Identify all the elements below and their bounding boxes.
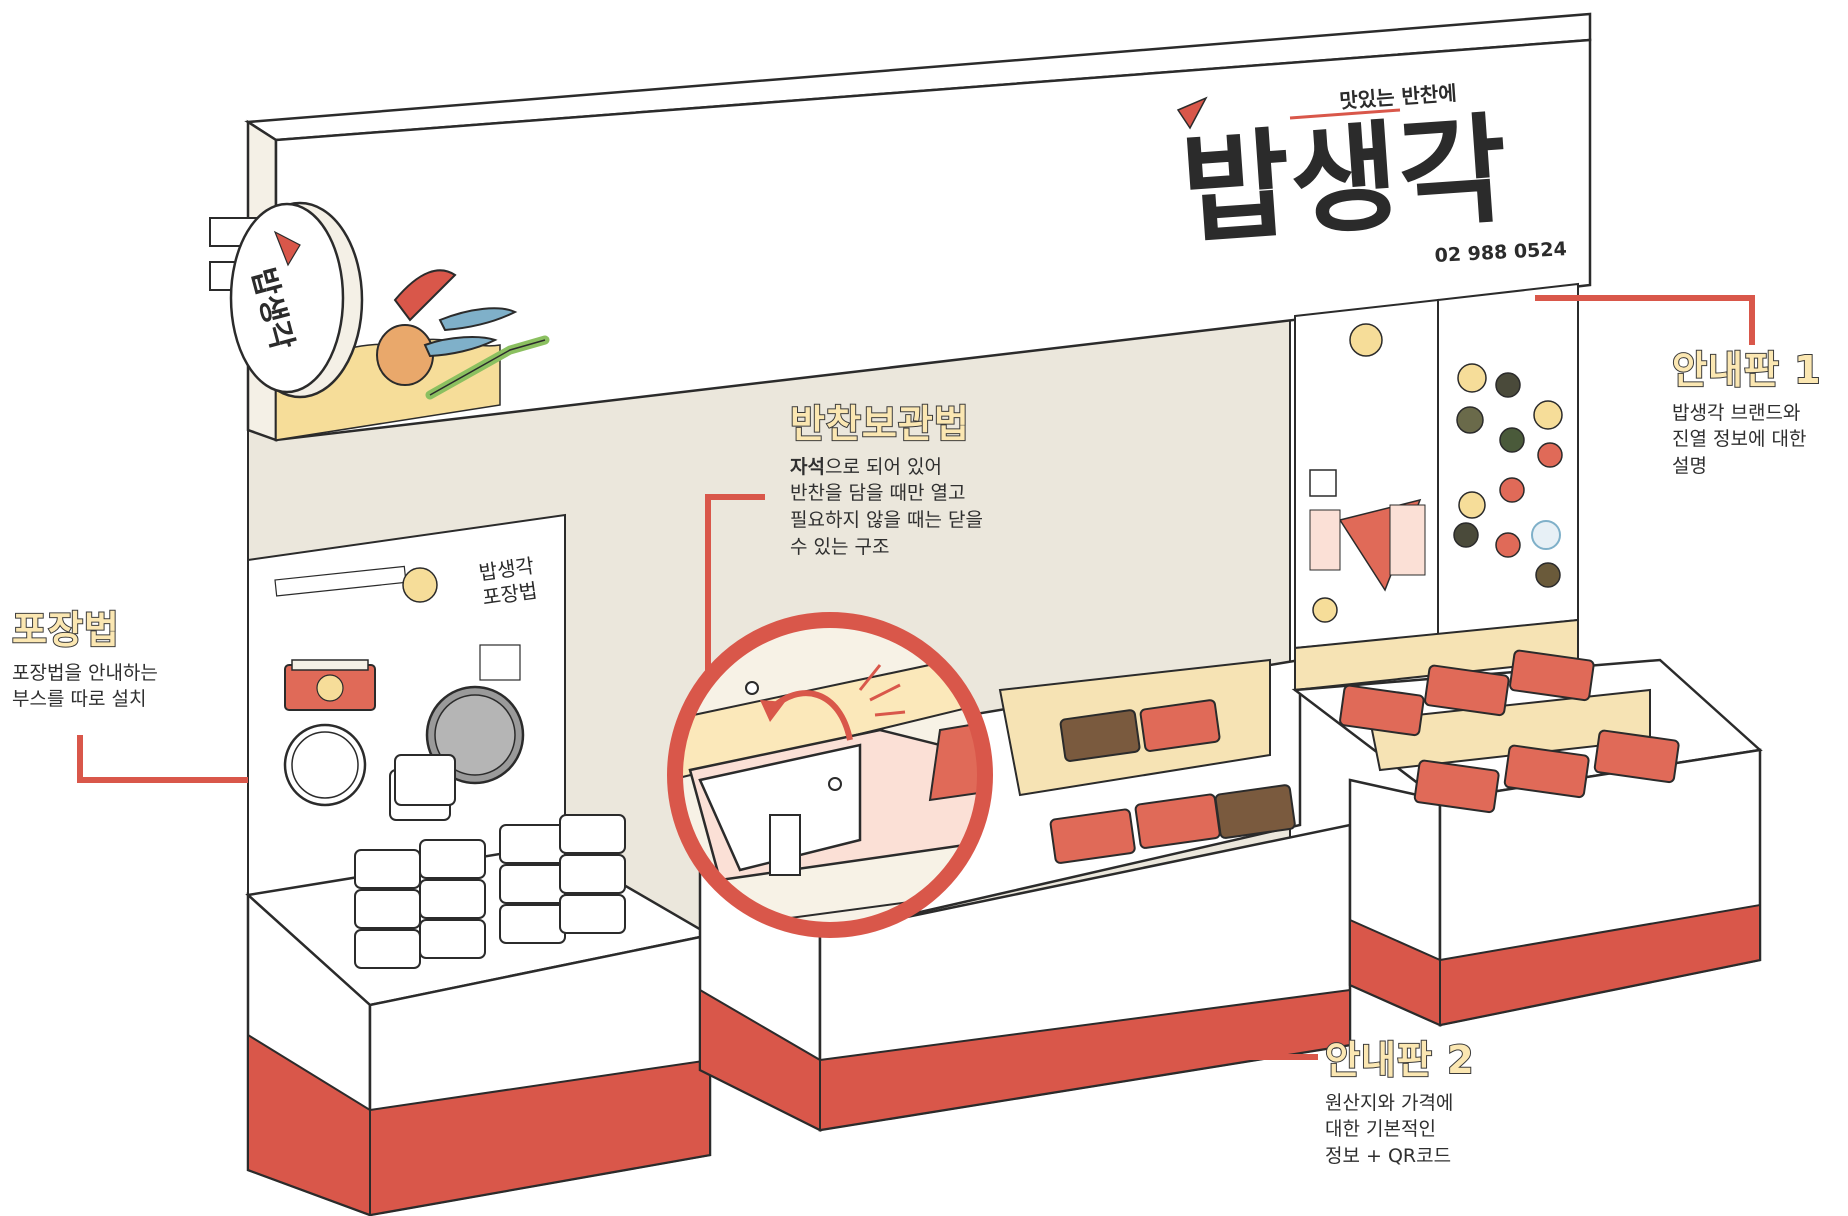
- packaging-board-title: 밥생각포장법: [477, 554, 538, 610]
- round-sign: 밥생각: [209, 201, 364, 399]
- display-counter-right: [1291, 618, 1763, 1027]
- brand-name: 밥생각: [1177, 100, 1512, 260]
- callout-storage-desc: 자석으로 되어 있어 반찬을 담을 때만 열고 필요하지 않을 때는 닫을 수 …: [790, 454, 1090, 560]
- magnifier-lens: [667, 612, 993, 938]
- callout-sign1: 안내판 1 밥생각 브랜드와 진열 정보에 대한 설명: [1671, 348, 1848, 480]
- leader-line-packaging: [77, 735, 248, 783]
- leader-line-sign2: [1152, 1025, 1318, 1060]
- info-board-1: [1294, 282, 1579, 650]
- leader-line-sign1: [1535, 295, 1755, 345]
- callout-sign2-desc: 원산지와 가격에 대한 기본적인 정보 + QR코드: [1325, 1091, 1454, 1167]
- callout-sign2: 안내판 2 원산지와 가격에 대한 기본적인 정보 + QR코드: [1324, 1038, 1585, 1170]
- packaging-board: 밥생각포장법: [247, 513, 566, 932]
- leader-line-storage: [705, 494, 765, 680]
- callout-sign1-title: 안내판 1: [1671, 348, 1822, 392]
- callout-packaging-title: 포장법: [11, 608, 120, 652]
- callout-storage-desc-bold: 자석: [790, 455, 825, 478]
- callout-storage-title: 반찬보관법: [789, 402, 970, 446]
- callout-sign2-title: 안내판 2: [1324, 1038, 1475, 1082]
- callout-storage-desc-rest: 으로 되어 있어 반찬을 담을 때만 열고 필요하지 않을 때는 닫을 수 있는…: [790, 455, 983, 558]
- leader-lines: [77, 295, 1755, 1060]
- callout-sign1-desc: 밥생각 브랜드와 진열 정보에 대한 설명: [1672, 401, 1807, 477]
- callout-packaging: 포장법 포장법을 안내하는 부스를 따로 설치: [11, 608, 242, 713]
- callout-packaging-desc: 포장법을 안내하는 부스를 따로 설치: [12, 661, 158, 711]
- packaging-counter: [245, 754, 714, 1216]
- callout-storage: 반찬보관법 자석으로 되어 있어 반찬을 담을 때만 열고 필요하지 않을 때는…: [789, 402, 1090, 560]
